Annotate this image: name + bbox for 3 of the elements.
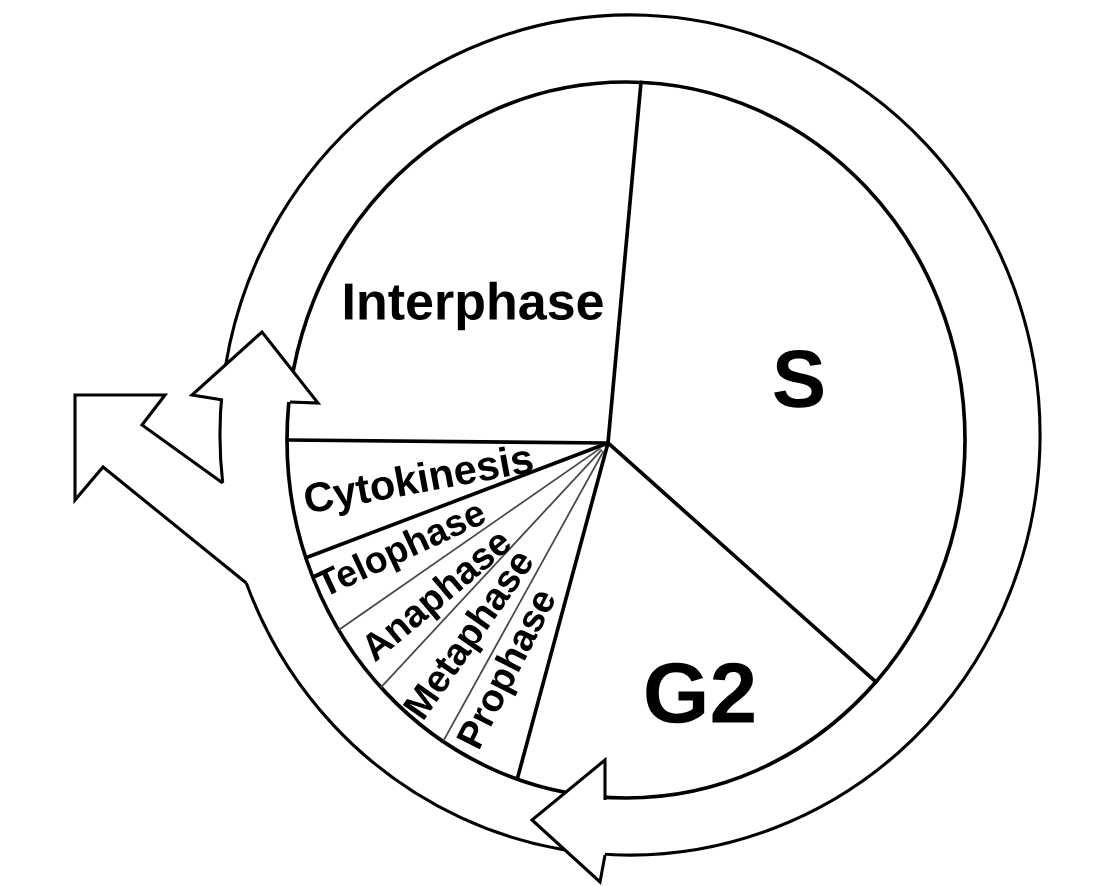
phase-label: G2 [646,662,754,724]
phase-label: S [774,350,823,408]
phase-label: Interphase [344,281,603,331]
